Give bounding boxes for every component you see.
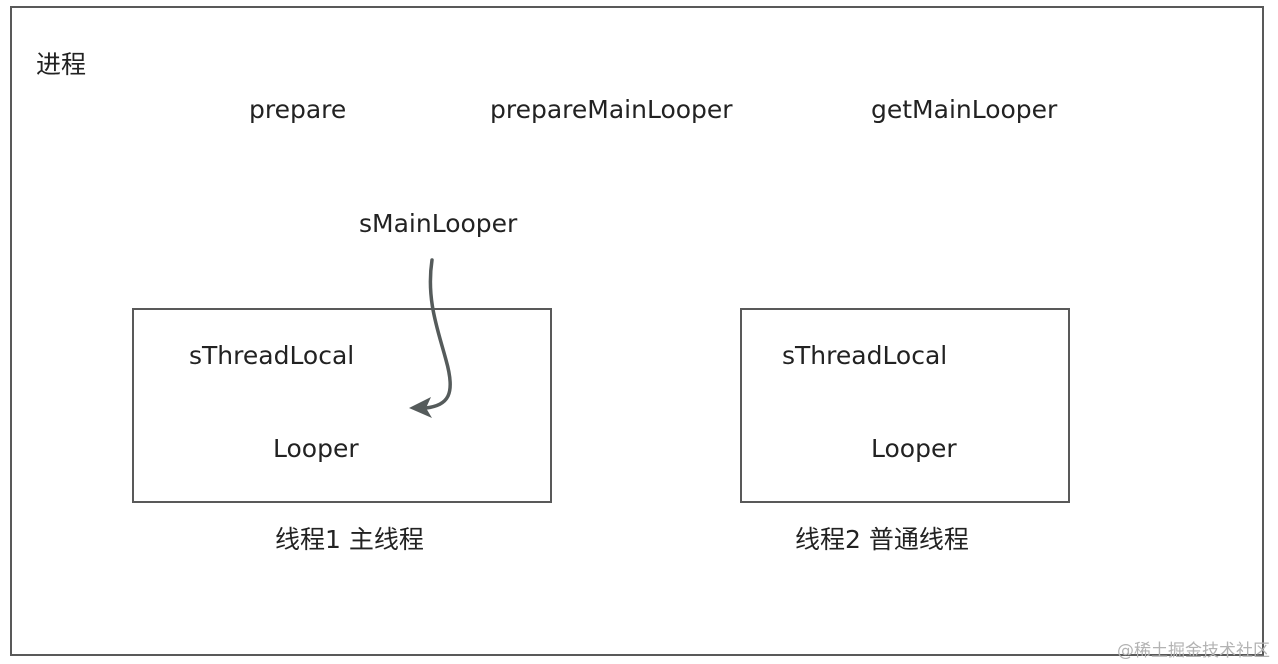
- thread-2-box: [740, 308, 1070, 503]
- watermark: @稀土掘金技术社区: [1117, 641, 1270, 661]
- arrow-curve: [424, 258, 452, 410]
- method-get-main-looper: getMainLooper: [871, 95, 1058, 124]
- thread-1-box: [132, 308, 552, 503]
- thread-1-thread-local: sThreadLocal: [189, 341, 355, 370]
- thread-2-looper: Looper: [871, 434, 957, 463]
- static-field-main-looper: sMainLooper: [359, 209, 518, 238]
- method-prepare-main-looper: prepareMainLooper: [490, 95, 733, 124]
- arrow-head-icon: [409, 397, 432, 418]
- process-label: 进程: [36, 50, 87, 79]
- thread-2-thread-local: sThreadLocal: [782, 341, 948, 370]
- process-frame: [10, 6, 1264, 656]
- method-prepare: prepare: [249, 95, 347, 124]
- thread-2-caption: 线程2 普通线程: [795, 525, 969, 554]
- thread-1-looper: Looper: [273, 434, 359, 463]
- thread-1-caption: 线程1 主线程: [275, 525, 424, 554]
